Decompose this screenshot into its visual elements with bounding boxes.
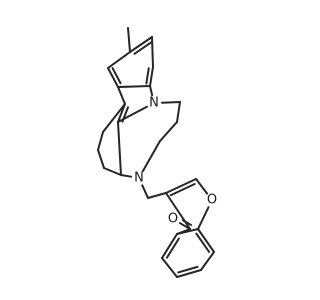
bond-c7a-c3a (117, 85, 151, 88)
bond-line (107, 67, 119, 88)
bond-line (197, 206, 210, 230)
bond-line-inner (111, 67, 122, 85)
bond-line-inner (169, 183, 196, 197)
atom-label-background (147, 96, 161, 110)
bond-o1-c22 (197, 206, 210, 230)
bond-n1-c15 (160, 101, 181, 104)
bond-line-inner (195, 232, 211, 253)
bond-line (107, 51, 131, 69)
bond-c24-c25 (176, 265, 202, 278)
bond-line (151, 36, 154, 68)
bond-line (97, 131, 104, 151)
atom-n1: N (147, 96, 161, 111)
bond-line-inner (165, 237, 180, 259)
atom-o2: O (166, 212, 180, 227)
atom-label-n: N (134, 171, 144, 186)
bond-c4-c5 (107, 51, 131, 69)
bond-c18-c19 (147, 192, 167, 199)
bond-line (159, 121, 178, 142)
atom-label-background (205, 193, 219, 207)
bond-c5-c6 (129, 36, 154, 55)
bond-n2-c18 (141, 184, 149, 199)
bond-c7a-n1 (149, 85, 154, 97)
atom-label-background (166, 212, 180, 226)
bond-line (117, 86, 126, 105)
bond-c15-c16 (176, 101, 181, 123)
bond-c26-c27 (161, 233, 180, 259)
bond-c3a-c4 (107, 67, 122, 88)
bond-n2-c14 (120, 174, 133, 178)
atom-label-n: N (149, 96, 159, 111)
bond-line (129, 36, 153, 53)
bond-line (147, 192, 167, 199)
bond-c13-c14 (103, 167, 122, 176)
bond-c11-c12 (97, 131, 104, 151)
atom-label-o: O (207, 193, 217, 208)
bond-line (120, 174, 133, 178)
bond-line (160, 101, 181, 104)
bond-line (178, 222, 191, 230)
bond-c14-c2 (117, 121, 122, 176)
bond-c12-c13 (97, 149, 105, 169)
bond-c10-c3a (117, 86, 126, 105)
bond-line (161, 257, 178, 278)
bond-line (176, 228, 191, 235)
bond-c19-c20 (165, 178, 197, 197)
bond-line (103, 167, 122, 176)
bond-line (200, 251, 215, 271)
bond-line (141, 140, 161, 173)
bond-c_me-c5 (127, 27, 131, 53)
bond-c23-c24 (200, 251, 215, 271)
atom-o1: O (205, 193, 219, 208)
bond-c21-o2 (178, 219, 193, 230)
atom-n2: N (132, 171, 146, 186)
bond-c27-c21 (176, 228, 191, 235)
bond-line (102, 103, 126, 133)
molecule-structure-diagram: N N O O (97, 27, 219, 278)
bond-c7-c7a (145, 66, 154, 87)
bond-line (149, 66, 154, 87)
bond-line (176, 269, 202, 278)
bond-line (197, 228, 215, 253)
bond-layer (97, 27, 215, 278)
bond-line (149, 85, 154, 97)
bond-line (141, 184, 149, 199)
bond-line-inner (145, 67, 150, 85)
bond-line-inner (181, 219, 193, 226)
bond-line-inner (121, 106, 130, 123)
bond-c16-c17 (159, 121, 178, 142)
bond-c20-o1 (195, 178, 209, 195)
bond-line (117, 121, 122, 176)
bond-c6-c7 (151, 36, 154, 68)
bond-line (117, 85, 151, 88)
atom-label-layer: N N O O (132, 96, 219, 227)
bond-line (127, 27, 131, 53)
bond-c17-n2 (141, 140, 161, 173)
bond-c22-c23 (195, 228, 215, 253)
bond-c10-c11 (102, 103, 126, 133)
bond-line (176, 101, 181, 123)
bond-line (165, 178, 197, 194)
bond-line (195, 178, 209, 195)
bond-line (97, 149, 105, 169)
atom-label-background (132, 171, 146, 185)
bond-c25-c26 (161, 257, 178, 278)
bond-line (161, 233, 178, 259)
atom-label-o: O (168, 212, 178, 227)
bond-line-inner (133, 40, 154, 55)
bond-line-inner (177, 265, 199, 274)
